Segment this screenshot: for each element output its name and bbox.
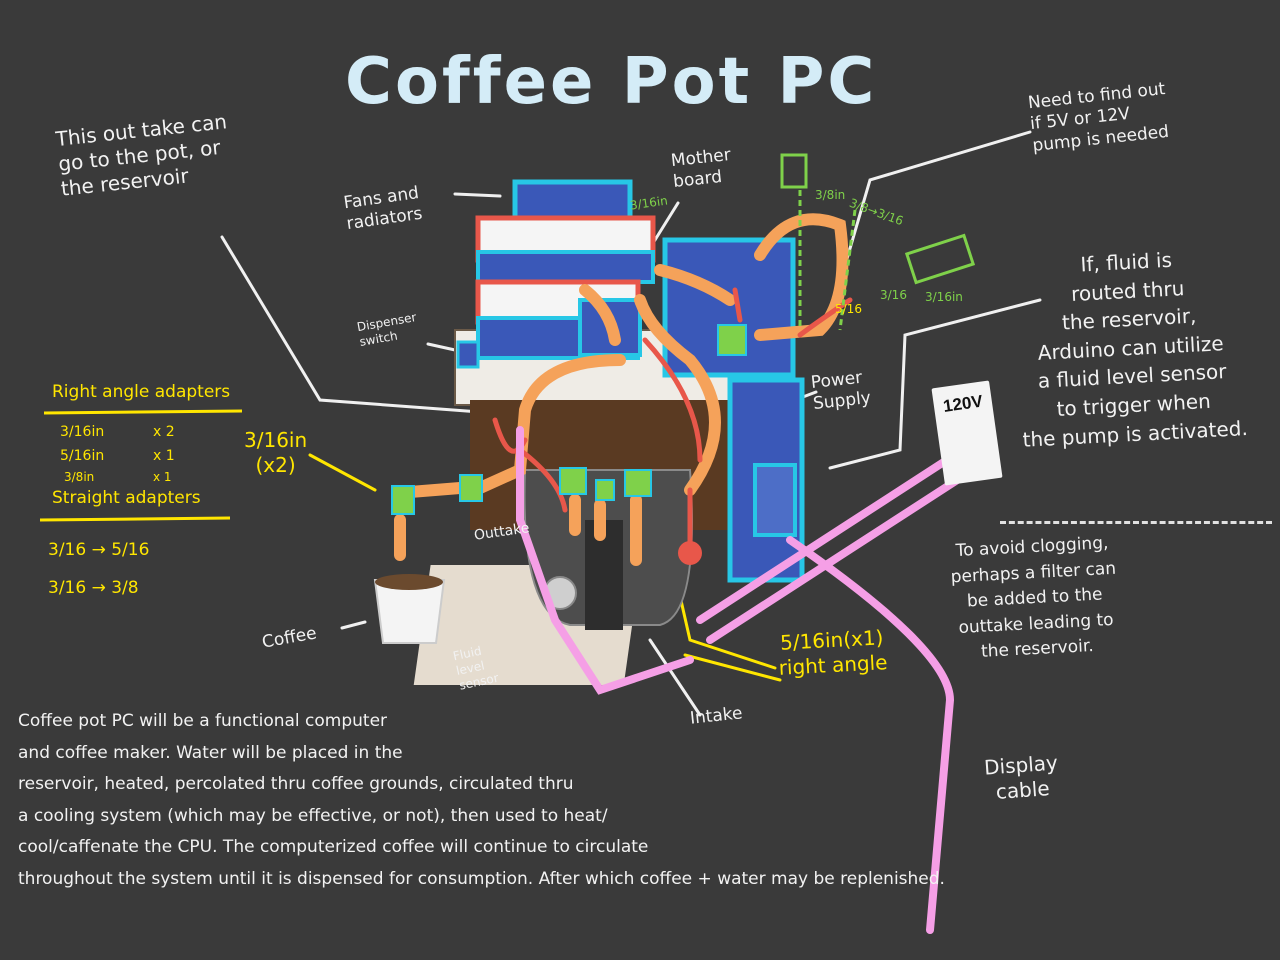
right-angle-underline (44, 409, 243, 415)
right-angle-qty-1: x 1 (153, 448, 175, 464)
coffee-cup-illustration (373, 574, 446, 644)
power-supply-unit (727, 377, 805, 583)
right-angle-size-0: 3/16in (60, 424, 105, 440)
right-angle-heading: Right angle adapters (52, 382, 231, 402)
right-angle-qty-2: x 1 (153, 470, 172, 484)
straight-underline (40, 516, 231, 522)
note-divider (1000, 521, 1272, 524)
dim-516: 5/16 (835, 302, 862, 316)
page-title: Coffee Pot PC (345, 45, 878, 119)
dim-316in-mid: 3/16in (925, 290, 963, 304)
leader-intake (648, 638, 702, 717)
adapter-callout-316-x2: 3/16in (x2) (244, 428, 308, 477)
right-angle-qty-0: x 2 (153, 424, 175, 440)
adapter-callout-516-x1: 5/16in(x1) right angle (778, 625, 889, 680)
leader-yellow-3 (683, 653, 782, 682)
fluid-routing-note: If, fluid is routed thru the reservoir, … (1022, 247, 1249, 452)
leader-fluid-note (828, 298, 1042, 470)
coffee-maker-body (413, 329, 746, 685)
green-adapters (391, 324, 747, 515)
leader-yellow-1 (308, 453, 377, 492)
red-indicator (678, 541, 702, 565)
dim-38in: 3/8in (815, 188, 846, 202)
project-description: Coffee pot PC will be a functional compu… (18, 711, 945, 890)
right-angle-size-1: 5/16in (60, 448, 105, 464)
display-cable-label: Display cable (983, 750, 1059, 804)
leader-fans (453, 192, 502, 198)
dispenser-switch (456, 340, 480, 369)
dim-316-mid: 3/16 (880, 288, 907, 302)
power-supply-label: Power Supply (809, 367, 872, 415)
straight-item-1: 3/16 → 3/8 (48, 578, 139, 598)
pump-sketches (780, 153, 976, 331)
voltage-label: 120V (941, 391, 984, 416)
straight-item-0: 3/16 → 5/16 (48, 540, 150, 560)
leader-outtake-note (220, 235, 482, 414)
pink-cables (516, 426, 989, 934)
radiators (475, 179, 656, 360)
straight-heading: Straight adapters (52, 488, 201, 508)
motherboard-label: Mother board (669, 144, 732, 193)
right-angle-size-2: 3/8in (64, 470, 95, 484)
clogging-note: To avoid clogging, perhaps a filter can … (950, 533, 1117, 662)
leader-coffee (340, 620, 367, 630)
leader-dispenser (426, 342, 457, 352)
